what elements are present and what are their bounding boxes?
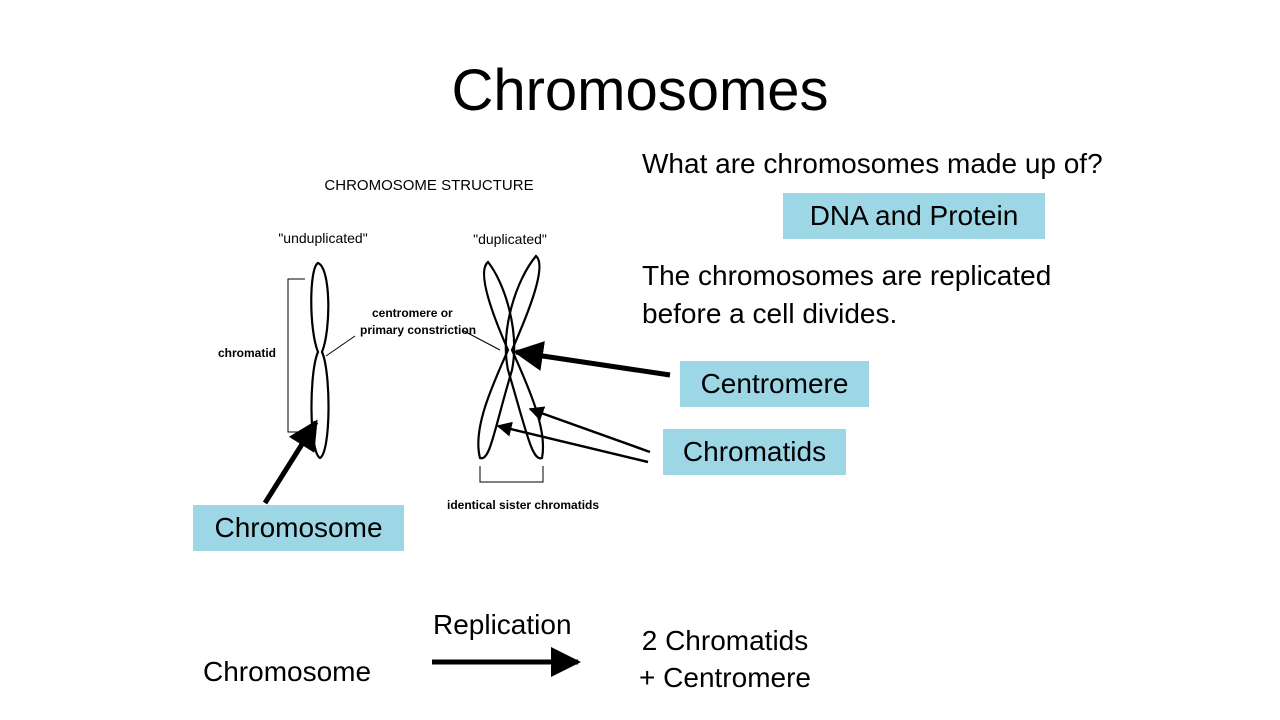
replication-output: 2 Chromatids + Centromere [620,622,830,696]
answer-box: DNA and Protein [783,193,1045,239]
chromatid-callout-arrow-lower [496,421,649,464]
chromatid-callout-arrow-upper [528,406,651,454]
chromosome-callout: Chromosome [193,505,404,551]
sister-chromatid-right [504,254,545,460]
replication-output-line2: + Centromere [639,662,811,693]
replication-label: Replication [433,609,572,640]
question-text: What are chromosomes made up of? [642,148,1103,179]
centromere-callout: Centromere [680,361,869,407]
unduplicated-chromosome [310,261,330,460]
chromosome-callout-arrow [262,419,319,505]
slide-title: Chromosomes [451,58,829,123]
centromere-pointer-left [325,335,356,357]
chromatid-bracket [287,278,305,433]
replication-output-line1: 2 Chromatids [641,625,809,656]
chromatid-label: chromatid [218,346,276,360]
replication-statement: The chromosomes are replicated before a … [642,260,1052,329]
centromere-label-line1: centromere or [372,306,453,320]
duplicated-label: "duplicated" [473,231,547,247]
sister-chromatid-left [477,260,516,460]
centromere-pointer-right [461,329,501,351]
centromere-label-line2: primary constriction [360,323,476,337]
sister-chromatids-bracket [479,466,544,483]
replication-input-label: Chromosome [203,656,372,687]
unduplicated-label: "unduplicated" [278,230,367,246]
figure-heading: CHROMOSOME STRUCTURE [324,177,533,194]
centromere-callout-arrow [513,341,671,378]
chromatids-callout: Chromatids [663,429,846,475]
sister-chromatids-label: identical sister chromatids [447,498,599,512]
